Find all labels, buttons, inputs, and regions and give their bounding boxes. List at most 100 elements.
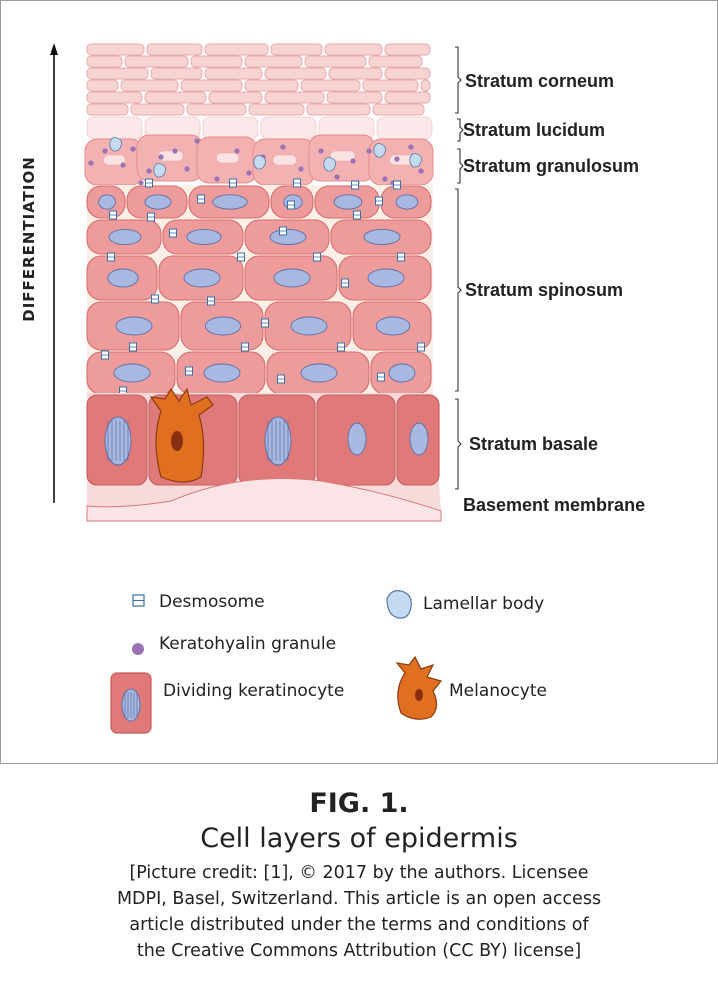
desmosome [107,252,115,262]
desmosome [293,178,301,188]
keratinocyte-nucleus [388,363,416,383]
label-stratum-granulosum: Stratum granulosum [463,156,640,176]
desmosome [147,212,155,222]
corneocyte-cell [384,91,431,104]
desmosome [287,200,295,210]
layer-bracket [457,148,464,184]
keratohyalin-granule [234,148,240,154]
corneocyte-cell [384,43,431,56]
legend-label-keratohyalin-granule: Keratohyalin granule [159,634,337,654]
lamellar-body [109,137,122,152]
keratinocyte-nucleus [212,194,248,210]
lamellar-body [373,143,386,158]
desmosome [145,178,153,188]
keratinocyte-nucleus [98,194,116,210]
corneocyte-cell [144,91,207,104]
lamellar-body [253,155,266,170]
corneocyte-cell [86,55,123,68]
melanocyte-nucleus [171,431,183,451]
keratohyalin-granule [418,168,424,174]
figure-credit: [Picture credit: [1], © 2017 by the auth… [0,860,718,964]
corneocyte-cell [86,91,143,104]
layer-bracket [455,188,462,392]
lamellar-body [323,157,336,172]
keratinocyte-nucleus [108,228,142,246]
keratohyalin-granule [138,180,144,186]
keratohyalin-granule [408,144,414,150]
corneocyte-cell [300,79,361,92]
corneocyte-cell [86,43,145,56]
keratohyalin-granule [88,160,94,166]
label-stratum-basale: Stratum basale [469,434,599,454]
dividing-nucleus-outline [104,416,132,466]
corneocyte-cell [244,79,299,92]
legend-granule-icon [132,643,144,655]
figure-title: Cell layers of epidermis [200,823,518,854]
keratinocyte-nucleus [107,268,139,288]
basal-nucleus [409,422,429,456]
lucidum-cell [86,116,143,140]
basal-nucleus [347,422,367,456]
keratohyalin-granule [298,166,304,172]
corneocyte-cell [304,55,367,68]
corneocyte-cell [270,43,323,56]
keratinocyte-nucleus [367,268,405,288]
desmosome [185,366,193,376]
keratinocyte-nucleus [290,316,328,336]
credit-line: article distributed under the terms and … [129,915,589,935]
label-stratum-lucidum: Stratum lucidum [463,120,606,140]
corneocyte-cell [368,55,423,68]
desmosome [393,180,401,190]
credit-line: [Picture credit: [1], © 2017 by the auth… [129,863,589,883]
lucidum-cell [260,116,317,140]
keratinocyte-nucleus [269,228,307,246]
legend-melanocyte-nucleus [415,689,423,701]
granular-cell-nucleus [157,150,184,162]
granular-cell-nucleus [272,154,297,166]
corneocyte-cell [324,43,383,56]
granular-cell-nucleus [103,154,126,166]
corneocyte-cell [186,103,247,116]
desmosome [377,372,385,382]
credit-line: the Creative Commons Attribution (CC BY)… [136,941,582,961]
keratohyalin-granule [184,166,190,172]
keratohyalin-granule [158,154,164,160]
legend-label-lamellar-body: Lamellar body [423,594,545,614]
keratinocyte-nucleus [363,228,401,246]
keratohyalin-granule [194,138,200,144]
dividing-nucleus [104,416,132,466]
desmosome [351,180,359,190]
corneocyte-cell [204,67,263,80]
corneocyte-cell [208,91,263,104]
desmosome [341,278,349,288]
corneocyte-cell [328,67,383,80]
keratohyalin-granule [146,168,152,174]
keratinocyte-nucleus [204,316,242,336]
keratohyalin-granule [280,144,286,150]
figure-box: DIFFERENTIATION Stratum corneum Stratum … [0,0,718,764]
epidermis-diagram [50,43,464,734]
legend-label-dividing-keratinocyte: Dividing keratinocyte [163,681,345,701]
corneocyte-cell [326,91,383,104]
desmosome [237,252,245,262]
layer-bracket [455,46,462,114]
desmosome [207,296,215,306]
keratohyalin-granule [120,162,126,168]
keratohyalin-granule [350,158,356,164]
corneocyte-cell [120,79,179,92]
desmosome [353,210,361,220]
desmosome [279,226,287,236]
differentiation-axis-label: DIFFERENTIATION [20,156,38,322]
desmosome [129,342,137,352]
basement-membrane [86,478,442,522]
desmosome [417,342,425,352]
corneocyte-cell [264,91,325,104]
keratohyalin-granule [172,148,178,154]
keratinocyte-nucleus [144,194,172,210]
layer-bracket [455,398,462,490]
keratinocyte-nucleus [183,268,221,288]
corneocyte-cell [146,43,203,56]
granular-cell-nucleus [215,152,240,164]
lamellar-body [153,163,166,178]
keratinocyte-nucleus [203,363,241,383]
